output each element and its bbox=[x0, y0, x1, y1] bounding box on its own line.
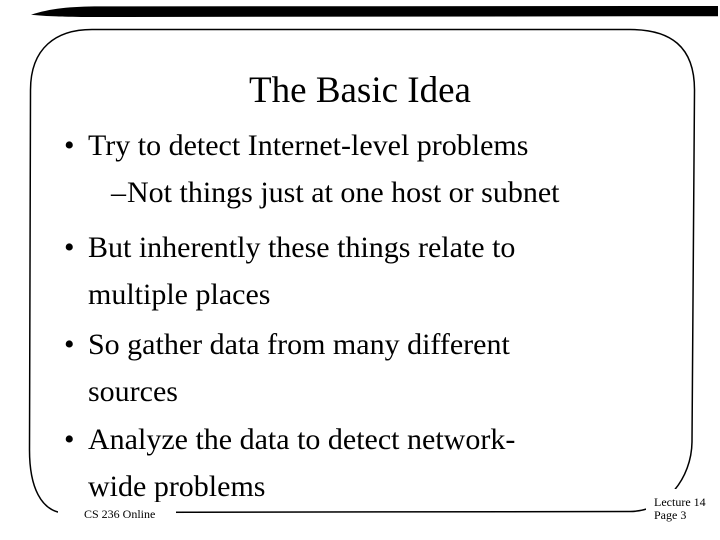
bullet-marker: • bbox=[64, 423, 75, 456]
page-number: Page 3 bbox=[654, 507, 687, 522]
bullet-marker: • bbox=[64, 129, 75, 162]
lecture-number: Lecture 14 bbox=[654, 495, 706, 509]
bullet-text: But inherently these things relate to mu… bbox=[88, 231, 516, 311]
footer-lecture-page: Lecture 14 Page 3 bbox=[646, 489, 720, 529]
course-name: CS 236 Online bbox=[84, 506, 156, 521]
sub-bullet-item-1: – Not things just at one host or subnet bbox=[103, 169, 680, 216]
bullet-item-3: • So gather data from many different sou… bbox=[55, 321, 680, 415]
sub-bullet-text: Not things just at one host or subnet bbox=[127, 176, 560, 209]
bullet-item-4: • Analyze the data to detect network- wi… bbox=[55, 416, 680, 510]
sub-bullet-marker: – bbox=[111, 176, 126, 209]
bullet-text: So gather data from many different sourc… bbox=[88, 328, 510, 408]
top-accent-bar bbox=[31, 6, 718, 18]
bullet-item-1: • Try to detect Internet-level problems bbox=[55, 122, 680, 169]
slide-title: The Basic Idea bbox=[249, 70, 471, 111]
bullet-text: Try to detect Internet-level problems bbox=[88, 129, 529, 162]
footer-course-label: CS 236 Online bbox=[58, 502, 176, 526]
slide-border-frame bbox=[28, 28, 696, 514]
bullet-text: Analyze the data to detect network- wide… bbox=[88, 423, 516, 503]
bullet-marker: • bbox=[64, 328, 75, 361]
bullet-list: • Try to detect Internet-level problems … bbox=[55, 122, 680, 510]
bullet-item-2: • But inherently these things relate to … bbox=[55, 224, 680, 318]
bullet-marker: • bbox=[64, 231, 75, 264]
